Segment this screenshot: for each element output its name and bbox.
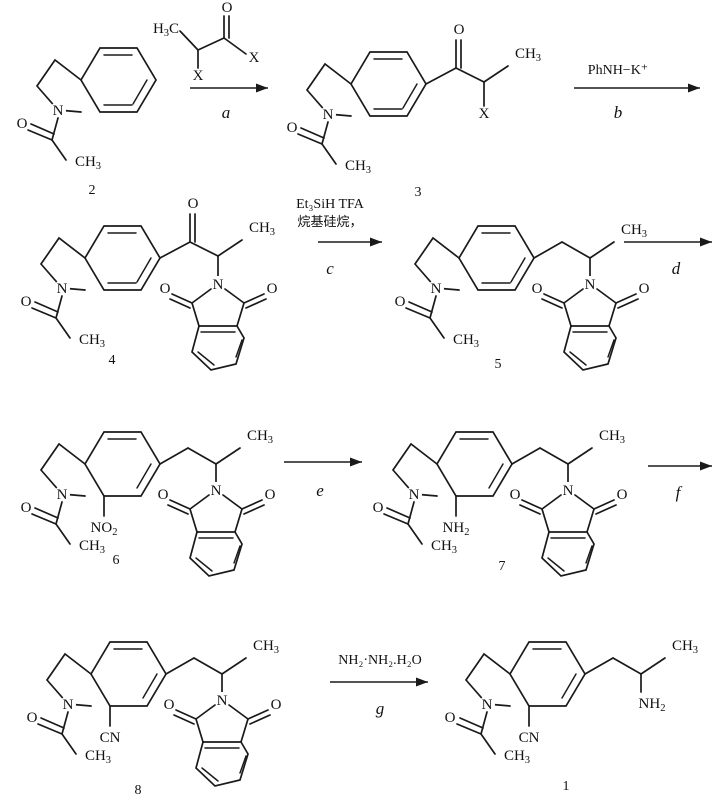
atom-label-N-indoline-5: N: [431, 281, 442, 297]
structure-reagent-halide: H3C X O X: [153, 0, 260, 84]
reaction-label-d: d: [672, 259, 681, 278]
structure-compound-7: N O CH3 NH2 CH3 N O: [373, 428, 628, 577]
atom-label-O-imide-right-6: O: [265, 487, 276, 503]
atom-label-O-acetyl-6: O: [21, 500, 32, 516]
atom-label-CN-1: CN: [519, 730, 540, 746]
compound-number-1: 1: [563, 779, 570, 794]
atom-label-O-imide-left-6: O: [158, 487, 169, 503]
atom-label-O-imide-left-5: O: [532, 281, 543, 297]
atom-label-N-indoline-7: N: [409, 487, 420, 503]
atom-label-X-acyl: X: [249, 50, 260, 66]
compound-number-6: 6: [113, 553, 120, 568]
atom-label-CH3-chain-4: CH3: [249, 220, 275, 238]
atom-label-CH3-chain-7: CH3: [599, 428, 625, 446]
reaction-label-c: c: [326, 259, 334, 278]
structure-compound-8: N O CH3 CN CH3 N O: [27, 638, 282, 787]
atom-label-N-indoline-4: N: [57, 281, 68, 297]
atom-label-N-phthalimide-8: N: [217, 693, 228, 709]
atom-label-CH3-acetyl-6: CH3: [79, 538, 105, 556]
reaction-arrow-a: [190, 83, 268, 93]
compound-number-2: 2: [89, 183, 96, 198]
reaction-arrow-g: [330, 677, 428, 687]
atom-label-O: O: [17, 116, 28, 132]
atom-label-CH3-acetyl-1: CH3: [504, 748, 530, 766]
atom-label-CH3-acetyl-3: CH3: [345, 158, 371, 176]
reaction-label-e: e: [316, 481, 324, 500]
compound-number-7: 7: [499, 559, 506, 574]
reaction-arrow-b: [574, 83, 700, 93]
atom-label-N-phthalimide-5: N: [585, 277, 596, 293]
structure-compound-5: N O CH3 CH3 N O O: [395, 222, 650, 371]
atom-label-CH3-acetyl-8: CH3: [85, 748, 111, 766]
atom-label-CH3-chain-6: CH3: [247, 428, 273, 446]
atom-label-CN-8: CN: [100, 730, 121, 746]
atom-label-NH2-1: NH2: [639, 696, 666, 714]
atom-label-O-ketone-3: O: [454, 22, 465, 38]
atom-label-O-imide-right-7: O: [617, 487, 628, 503]
atom-label-NH2-7: NH2: [443, 520, 470, 538]
atom-label-O-imide-right-5: O: [639, 281, 650, 297]
atom-label-X-alpha: X: [193, 68, 204, 84]
reaction-arrow-f: [648, 461, 712, 471]
atom-label-N-indoline-6: N: [57, 487, 68, 503]
atom-label-O-acetyl-4: O: [21, 294, 32, 310]
atom-label-N-indoline-3: N: [323, 107, 334, 123]
atom-label-O-acetyl-3: O: [287, 120, 298, 136]
atom-label-O-imide-left-4: O: [160, 281, 171, 297]
atom-label-O-acyl: O: [222, 0, 233, 16]
atom-label-O-acetyl-1: O: [445, 710, 456, 726]
reaction-label-a: a: [222, 103, 231, 122]
atom-label-N-phthalimide-7: N: [563, 483, 574, 499]
structure-compound-3: N O CH3 O X CH3: [287, 22, 541, 176]
atom-label-O-imide-right-8: O: [271, 697, 282, 713]
atom-label-O-ketone-4: O: [188, 196, 199, 212]
atom-label-CH3-acetyl-4: CH3: [79, 332, 105, 350]
atom-label-O-imide-left-8: O: [164, 697, 175, 713]
structure-compound-4: N O CH3 O CH3 N: [21, 196, 278, 371]
atom-label-N-indoline-1: N: [482, 697, 493, 713]
reaction-arrow-d: [624, 237, 712, 247]
atom-label-O-imide-left-7: O: [510, 487, 521, 503]
atom-label-N-phthalimide-4: N: [213, 277, 224, 293]
atom-label-CH3-chain-3: CH3: [515, 46, 541, 64]
atom-label-O-acetyl-5: O: [395, 294, 406, 310]
atom-label-CH3-chain-5: CH3: [621, 222, 647, 240]
reagent-label-c-line1: Et₃SiH TFA: [296, 197, 365, 212]
reagent-label-b: PhNH−K⁺: [588, 63, 648, 78]
atom-label-CH3-acetyl-5: CH3: [453, 332, 479, 350]
structure-compound-1: N O CH3 CN CH3 NH2: [445, 638, 698, 766]
atom-label-H3C: H3C: [153, 21, 179, 39]
atom-label-N-indoline-8: N: [63, 697, 74, 713]
atom-label-O-acetyl-7: O: [373, 500, 384, 516]
structure-compound-2: N O CH3: [17, 47, 157, 172]
atom-label-O-imide-right-4: O: [267, 281, 278, 297]
compound-number-5: 5: [495, 357, 502, 372]
atom-label-N: N: [53, 103, 64, 119]
atom-label-CH3-acetyl-7: CH3: [431, 538, 457, 556]
compound-number-4: 4: [109, 353, 116, 368]
atom-label-CH3-chain-1: CH3: [672, 638, 698, 656]
atom-label-CH3: CH3: [75, 154, 101, 172]
compound-number-8: 8: [135, 783, 142, 798]
structure-compound-6: N O CH3 NO2 CH3 N O: [21, 428, 276, 577]
reaction-label-b: b: [614, 103, 623, 122]
atom-label-N-phthalimide-6: N: [211, 483, 222, 499]
reaction-arrow-c: [318, 237, 382, 247]
reagent-label-g: NH₂·NH₂.H₂O: [338, 653, 421, 668]
reaction-arrow-e: [284, 457, 362, 467]
atom-label-X-compound-3: X: [479, 106, 490, 122]
atom-label-O-acetyl-8: O: [27, 710, 38, 726]
atom-label-NO2-6: NO2: [91, 520, 118, 538]
reagent-label-c-line2: 烷基硅烷，: [297, 215, 362, 230]
reaction-label-g: g: [376, 699, 385, 718]
compound-number-3: 3: [415, 185, 422, 200]
reaction-label-f: f: [676, 483, 683, 502]
atom-label-CH3-chain-8: CH3: [253, 638, 279, 656]
